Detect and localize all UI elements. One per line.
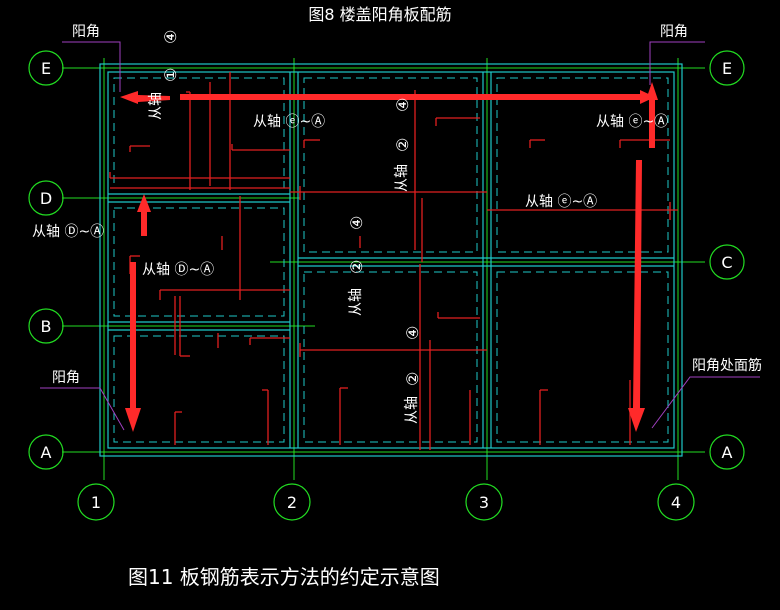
vertical-label-1: 从轴 ① ④ [148, 30, 180, 120]
circle-label-3: ② [347, 260, 366, 274]
arrow-up-left [137, 194, 151, 236]
figure-caption: 图11 板钢筋表示方法的约定示意图 [128, 565, 440, 589]
axis-label-b-left: B [41, 317, 52, 336]
axis-label-c-right: C [721, 253, 732, 272]
direction-arrows [120, 82, 658, 432]
axis-label-e-right: E [722, 59, 732, 78]
rebar-lines [109, 72, 678, 450]
axis-label-a-left: A [41, 443, 52, 462]
vtext-1: 从轴 [148, 92, 164, 120]
axis-number-labels: 1 2 3 4 [91, 493, 681, 512]
circle-label-5: ④ [161, 30, 180, 44]
label-span-3: 从轴 ⓔ~Ⓐ [525, 194, 597, 210]
axis-label-4: 4 [671, 493, 681, 512]
circle-label-2: ② [393, 138, 412, 152]
axis-bubbles-numbers [77, 483, 695, 521]
arrow-up-right [646, 82, 658, 148]
axis-letter-labels: E D B A E C A [40, 59, 733, 462]
vertical-label-3: 从轴 ② ④ [347, 216, 366, 316]
vtext-4: 从轴 [404, 396, 420, 424]
slab-dashed-outlines [113, 77, 669, 443]
vtext-2: 从轴 [394, 164, 410, 192]
label-span-2: 从轴 ⓔ~Ⓐ [596, 114, 668, 130]
label-corner-tl: 阳角 [72, 24, 100, 40]
top-title: 图8 楼盖阳角板配筋 [308, 5, 451, 24]
axis-label-d-left: D [40, 189, 52, 208]
vertical-label-2: 从轴 ② ④ [393, 98, 412, 192]
vertical-label-4: 从轴 ② ④ [403, 326, 422, 424]
outer-beam-inner [107, 71, 675, 449]
axis-label-a-right: A [722, 443, 733, 462]
vtext-3: 从轴 [348, 288, 364, 316]
axis-lines [62, 58, 705, 480]
label-span-4: 从轴 Ⓓ~Ⓐ [32, 224, 104, 240]
label-span-1: 从轴 ⓔ~Ⓐ [253, 114, 325, 130]
arrow-right-top [180, 90, 655, 104]
circle-label-1: ① [161, 68, 180, 82]
circle-label-4: ② [403, 372, 422, 386]
arrow-down-left [125, 262, 141, 432]
label-corner-tr: 阳角 [660, 24, 688, 40]
arrow-down-right [628, 160, 645, 432]
label-corner-bl: 阳角 [52, 370, 80, 386]
circle-label-7: ④ [347, 216, 366, 230]
circle-label-8: ④ [403, 326, 422, 340]
axis-label-3: 3 [479, 493, 489, 512]
outer-beam-outer [99, 63, 683, 457]
axis-bubbles-letters [28, 50, 745, 470]
axis-label-2: 2 [287, 493, 297, 512]
arrow-left-top [120, 91, 170, 104]
axis-label-e-left: E [41, 59, 51, 78]
circle-label-6: ④ [393, 98, 412, 112]
leader-lines [40, 41, 760, 431]
beam-lines [99, 63, 683, 457]
label-corner-br: 阳角处面筋 [692, 357, 762, 374]
label-span-5: 从轴 Ⓓ~Ⓐ [142, 262, 214, 278]
axis-label-1: 1 [91, 493, 101, 512]
